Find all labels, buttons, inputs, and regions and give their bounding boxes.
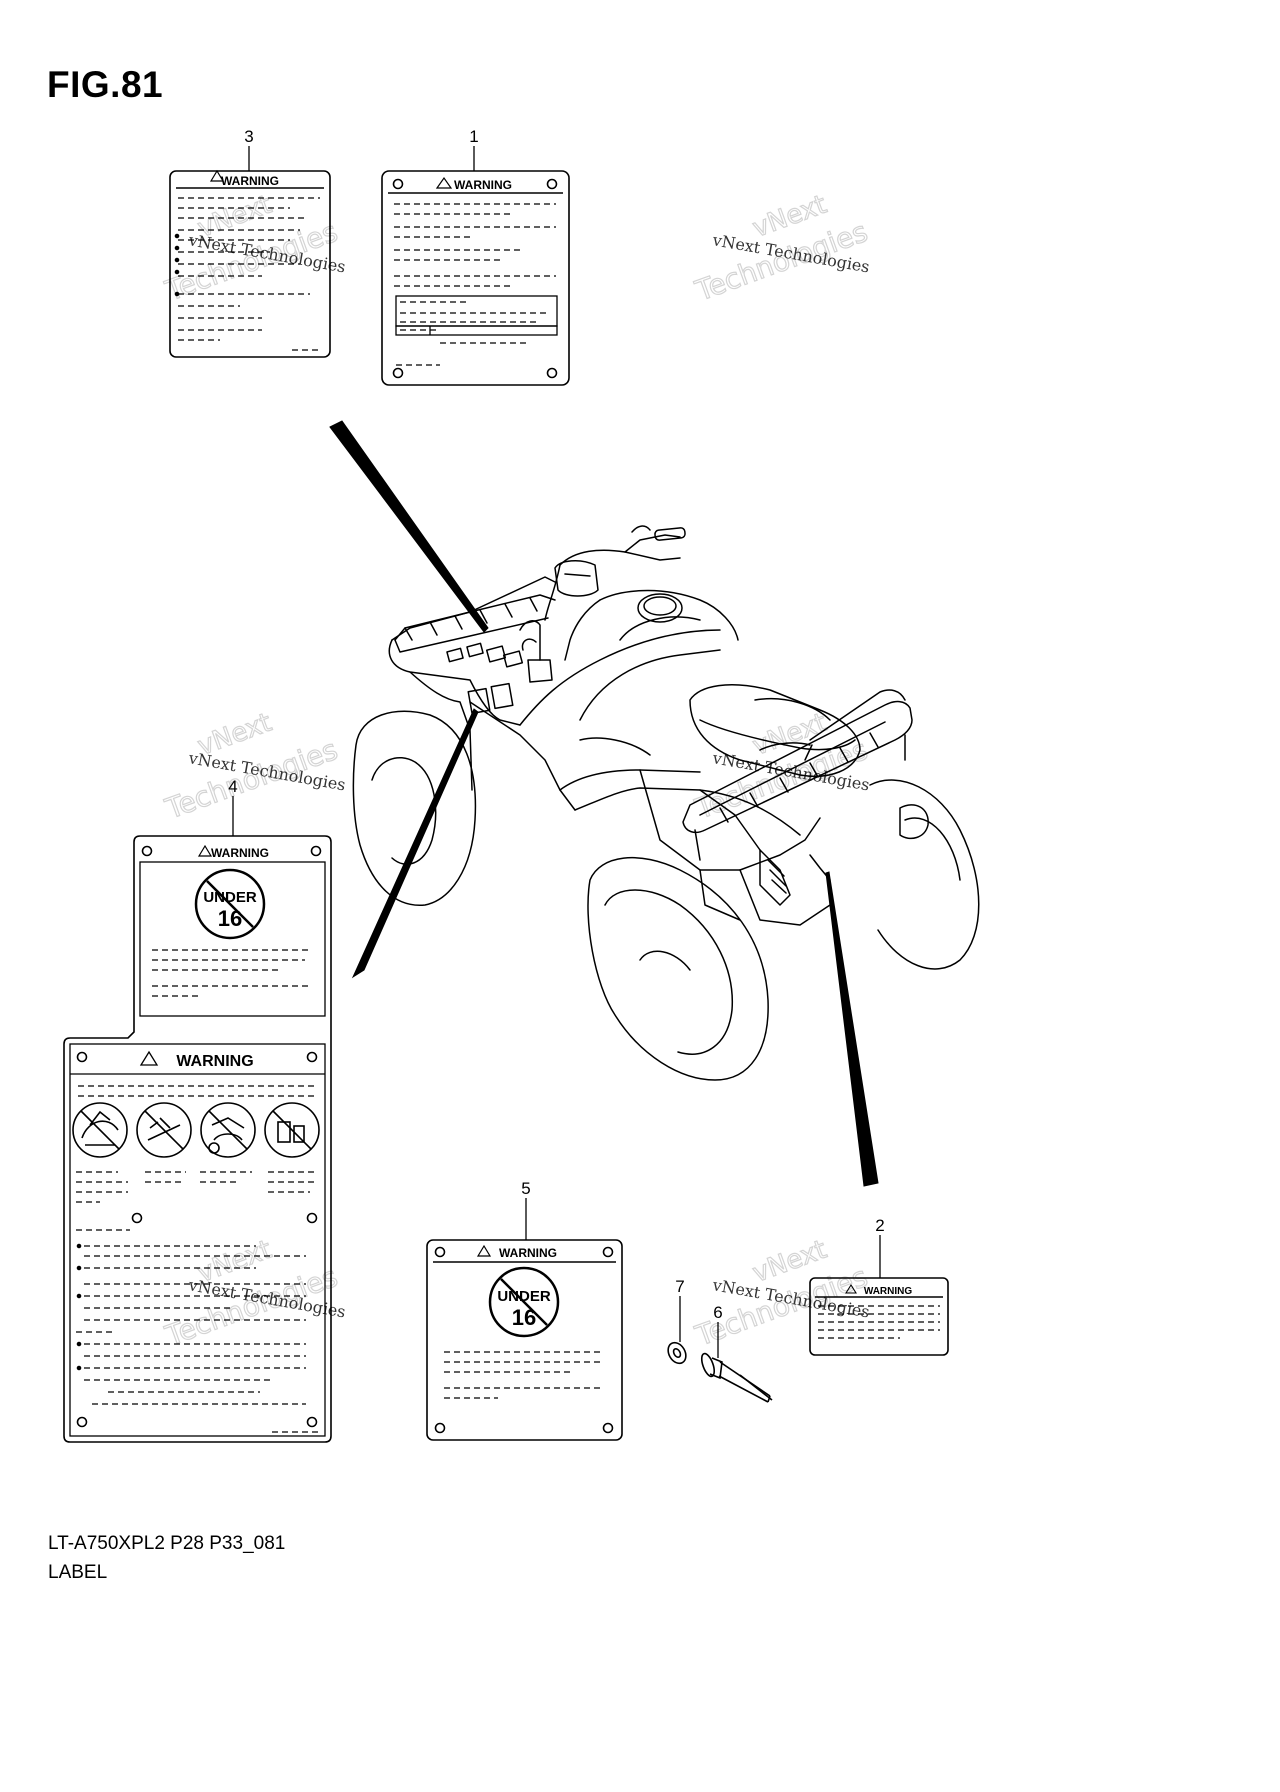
watermark-2: vNext Technologies vNext Technologies xyxy=(690,189,872,308)
callout-3: 3 xyxy=(244,127,254,171)
warning-text: WARNING xyxy=(211,846,269,860)
callout-7: 7 xyxy=(675,1277,685,1342)
pictogram-no-alcohol xyxy=(200,1102,256,1158)
model-code: LT-A750XPL2 P28 P33_081 xyxy=(48,1533,286,1554)
atv-illustration xyxy=(352,525,980,1081)
warning-text: WARNING xyxy=(864,1286,913,1297)
figure-title: FIG.81 xyxy=(47,64,164,105)
warning-text: WARNING xyxy=(176,1053,253,1070)
age-text: 16 xyxy=(218,906,242,931)
warning-text: WARNING xyxy=(221,174,279,188)
svg-text:7: 7 xyxy=(675,1277,684,1296)
washer-part xyxy=(667,1341,687,1365)
callout-2: 2 xyxy=(875,1216,885,1278)
svg-text:6: 6 xyxy=(713,1303,722,1322)
label-1: WARNING xyxy=(381,170,570,386)
under-text: UNDER xyxy=(203,889,257,906)
pictogram-no-drinking xyxy=(264,1102,320,1158)
rivet-part xyxy=(700,1352,773,1403)
watermark-5: vNext Technologies vNext Technologies xyxy=(160,1234,347,1353)
warning-text: WARNING xyxy=(454,178,512,192)
warning-text: WARNING xyxy=(499,1246,557,1260)
label-5: WARNING UNDER 16 xyxy=(426,1239,623,1441)
label-3: WARNING xyxy=(169,169,331,358)
callout-5: 5 xyxy=(521,1179,531,1240)
pictogram-no-passenger xyxy=(72,1102,128,1158)
callout-1: 1 xyxy=(469,127,479,171)
svg-text:5: 5 xyxy=(521,1179,530,1198)
label-4: WARNING UNDER 16 WARNING xyxy=(63,835,332,1443)
pictogram-no-riding-on-road xyxy=(136,1102,192,1158)
label-2: WARNING xyxy=(809,1277,949,1356)
svg-text:2: 2 xyxy=(875,1216,884,1235)
section-name: LABEL xyxy=(48,1562,108,1583)
callout-4: 4 xyxy=(228,777,238,836)
callout-6: 6 xyxy=(713,1303,723,1358)
svg-text:4: 4 xyxy=(228,777,237,796)
under-text: UNDER xyxy=(497,1288,551,1305)
svg-text:3: 3 xyxy=(244,127,253,146)
watermark-3: vNext Technologies vNext Technologies xyxy=(160,707,347,826)
leader-wedges xyxy=(329,420,879,1187)
svg-text:1: 1 xyxy=(469,127,478,146)
age-text: 16 xyxy=(512,1305,536,1330)
